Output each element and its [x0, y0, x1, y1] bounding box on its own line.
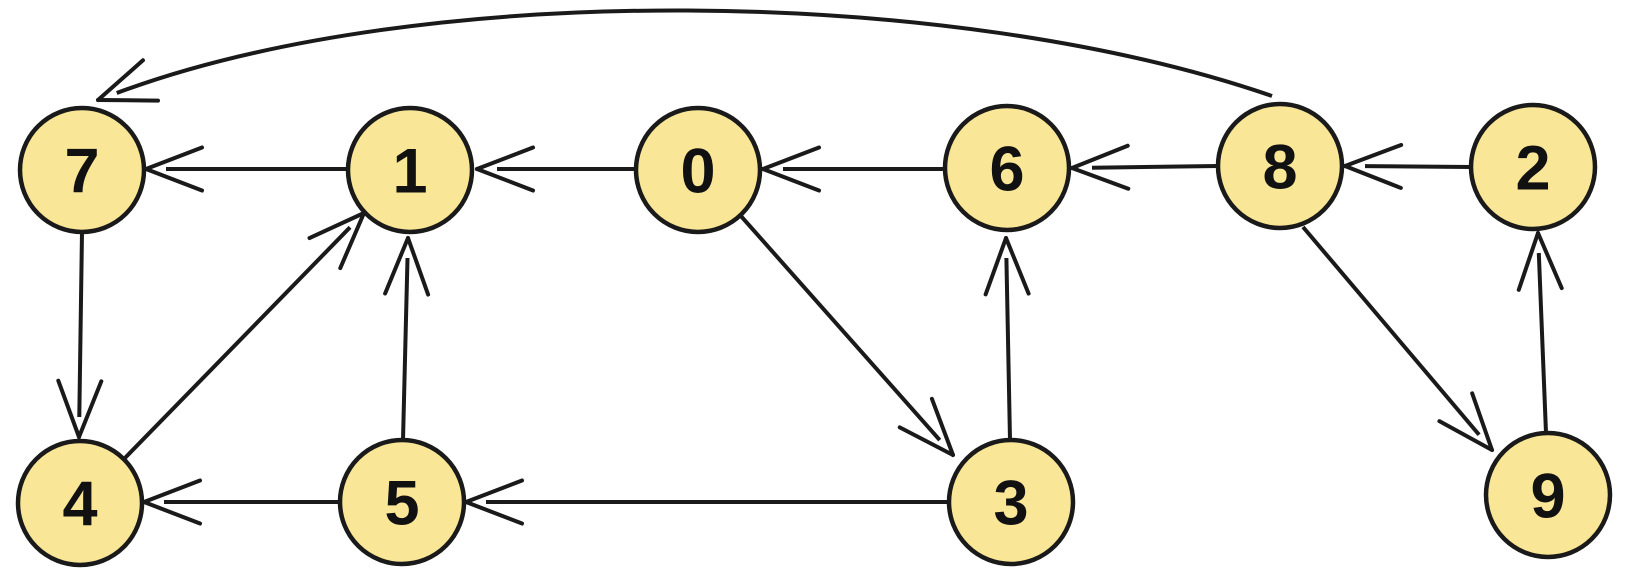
node-label: 6 — [989, 135, 1024, 205]
edge-3-5 — [464, 478, 949, 526]
arrowhead-barb — [1070, 143, 1130, 170]
arrowhead-barb — [144, 145, 205, 171]
edge-shaft — [401, 257, 410, 441]
arrowhead-barb — [77, 379, 104, 439]
node-label: 3 — [993, 469, 1028, 539]
arrowhead-barb — [929, 396, 955, 457]
arrowhead-barb — [761, 167, 822, 193]
node-label: 8 — [1262, 133, 1297, 203]
node-circle — [942, 103, 1072, 233]
edge-shaft — [1536, 252, 1548, 434]
node-circle — [337, 437, 467, 567]
arrowhead-barb — [383, 236, 410, 296]
node-2: 2 — [1468, 102, 1598, 232]
node-label: 1 — [392, 137, 427, 207]
arrowhead-barb — [56, 378, 81, 439]
arrowhead-barb — [1343, 142, 1404, 168]
node-circle — [946, 437, 1076, 567]
arrowhead-barb — [96, 58, 145, 102]
edge-6-0 — [761, 145, 945, 193]
node-circle — [1468, 102, 1598, 232]
node-label: 7 — [64, 137, 99, 207]
edge-0-3 — [738, 213, 955, 457]
node-label: 0 — [680, 137, 715, 207]
edge-shaft — [1364, 164, 1472, 169]
edge-8-6 — [1070, 143, 1219, 191]
arrowhead-barb — [475, 145, 536, 171]
node-circle — [17, 105, 147, 235]
arrowhead-barb — [142, 500, 203, 526]
node-0: 0 — [633, 105, 763, 235]
arrowhead-barb — [142, 478, 203, 504]
edge-7-4 — [56, 231, 104, 439]
arrowhead-barb — [464, 500, 525, 526]
arrowhead-barb — [144, 167, 205, 193]
node-7: 7 — [17, 105, 147, 235]
edge-5-1 — [383, 236, 431, 441]
nodes-layer: 7 1 0 6 8 2 4 5 3 9 — [15, 101, 1613, 568]
node-circle — [15, 438, 145, 568]
edge-8-7 — [96, 8, 1273, 103]
arrowhead-barb — [464, 478, 525, 504]
arrowhead-barb — [96, 98, 160, 103]
arrowhead-barb — [983, 236, 1008, 297]
edge-shaft — [77, 231, 84, 418]
edge-1-7 — [144, 145, 348, 193]
edge-5-4 — [142, 478, 340, 526]
arrowhead-barb — [1536, 231, 1564, 291]
node-circle — [633, 105, 763, 235]
node-circle — [345, 105, 475, 235]
edge-4-1 — [122, 211, 366, 461]
node-label: 5 — [384, 469, 419, 539]
arrowhead-barb — [1516, 231, 1540, 292]
node-9: 9 — [1483, 430, 1613, 560]
arrowhead-barb — [897, 425, 955, 457]
node-label: 9 — [1530, 462, 1565, 532]
node-5: 5 — [337, 437, 467, 567]
edge-shaft — [1004, 257, 1012, 441]
edge-8-9 — [1301, 225, 1494, 452]
arrowhead-barb — [1470, 391, 1494, 452]
edge-9-2 — [1516, 231, 1564, 434]
arrowhead-barb — [475, 167, 536, 193]
edge-shaft — [116, 8, 1273, 98]
arrowhead-barb — [1004, 236, 1031, 296]
edge-shaft — [122, 225, 352, 461]
edge-2-8 — [1343, 142, 1472, 190]
edge-shaft — [1091, 164, 1219, 170]
edge-3-6 — [983, 236, 1031, 441]
node-4: 4 — [15, 438, 145, 568]
node-3: 3 — [946, 437, 1076, 567]
edge-shaft — [1301, 225, 1481, 437]
node-label: 4 — [62, 470, 97, 540]
arrowhead-barb — [338, 211, 366, 271]
arrowhead-barb — [761, 145, 822, 171]
node-8: 8 — [1215, 101, 1345, 231]
node-6: 6 — [942, 103, 1072, 233]
edge-0-1 — [475, 145, 636, 193]
arrowhead-barb — [1437, 419, 1494, 452]
arrowhead-barb — [406, 236, 431, 297]
node-label: 2 — [1515, 134, 1550, 204]
node-1: 1 — [345, 105, 475, 235]
node-circle — [1215, 101, 1345, 231]
edges-layer — [56, 8, 1564, 526]
node-circle — [1483, 430, 1613, 560]
edge-shaft — [738, 213, 942, 442]
arrowhead-barb — [307, 211, 366, 241]
arrowhead-barb — [1070, 166, 1131, 191]
arrowhead-barb — [1343, 164, 1403, 190]
